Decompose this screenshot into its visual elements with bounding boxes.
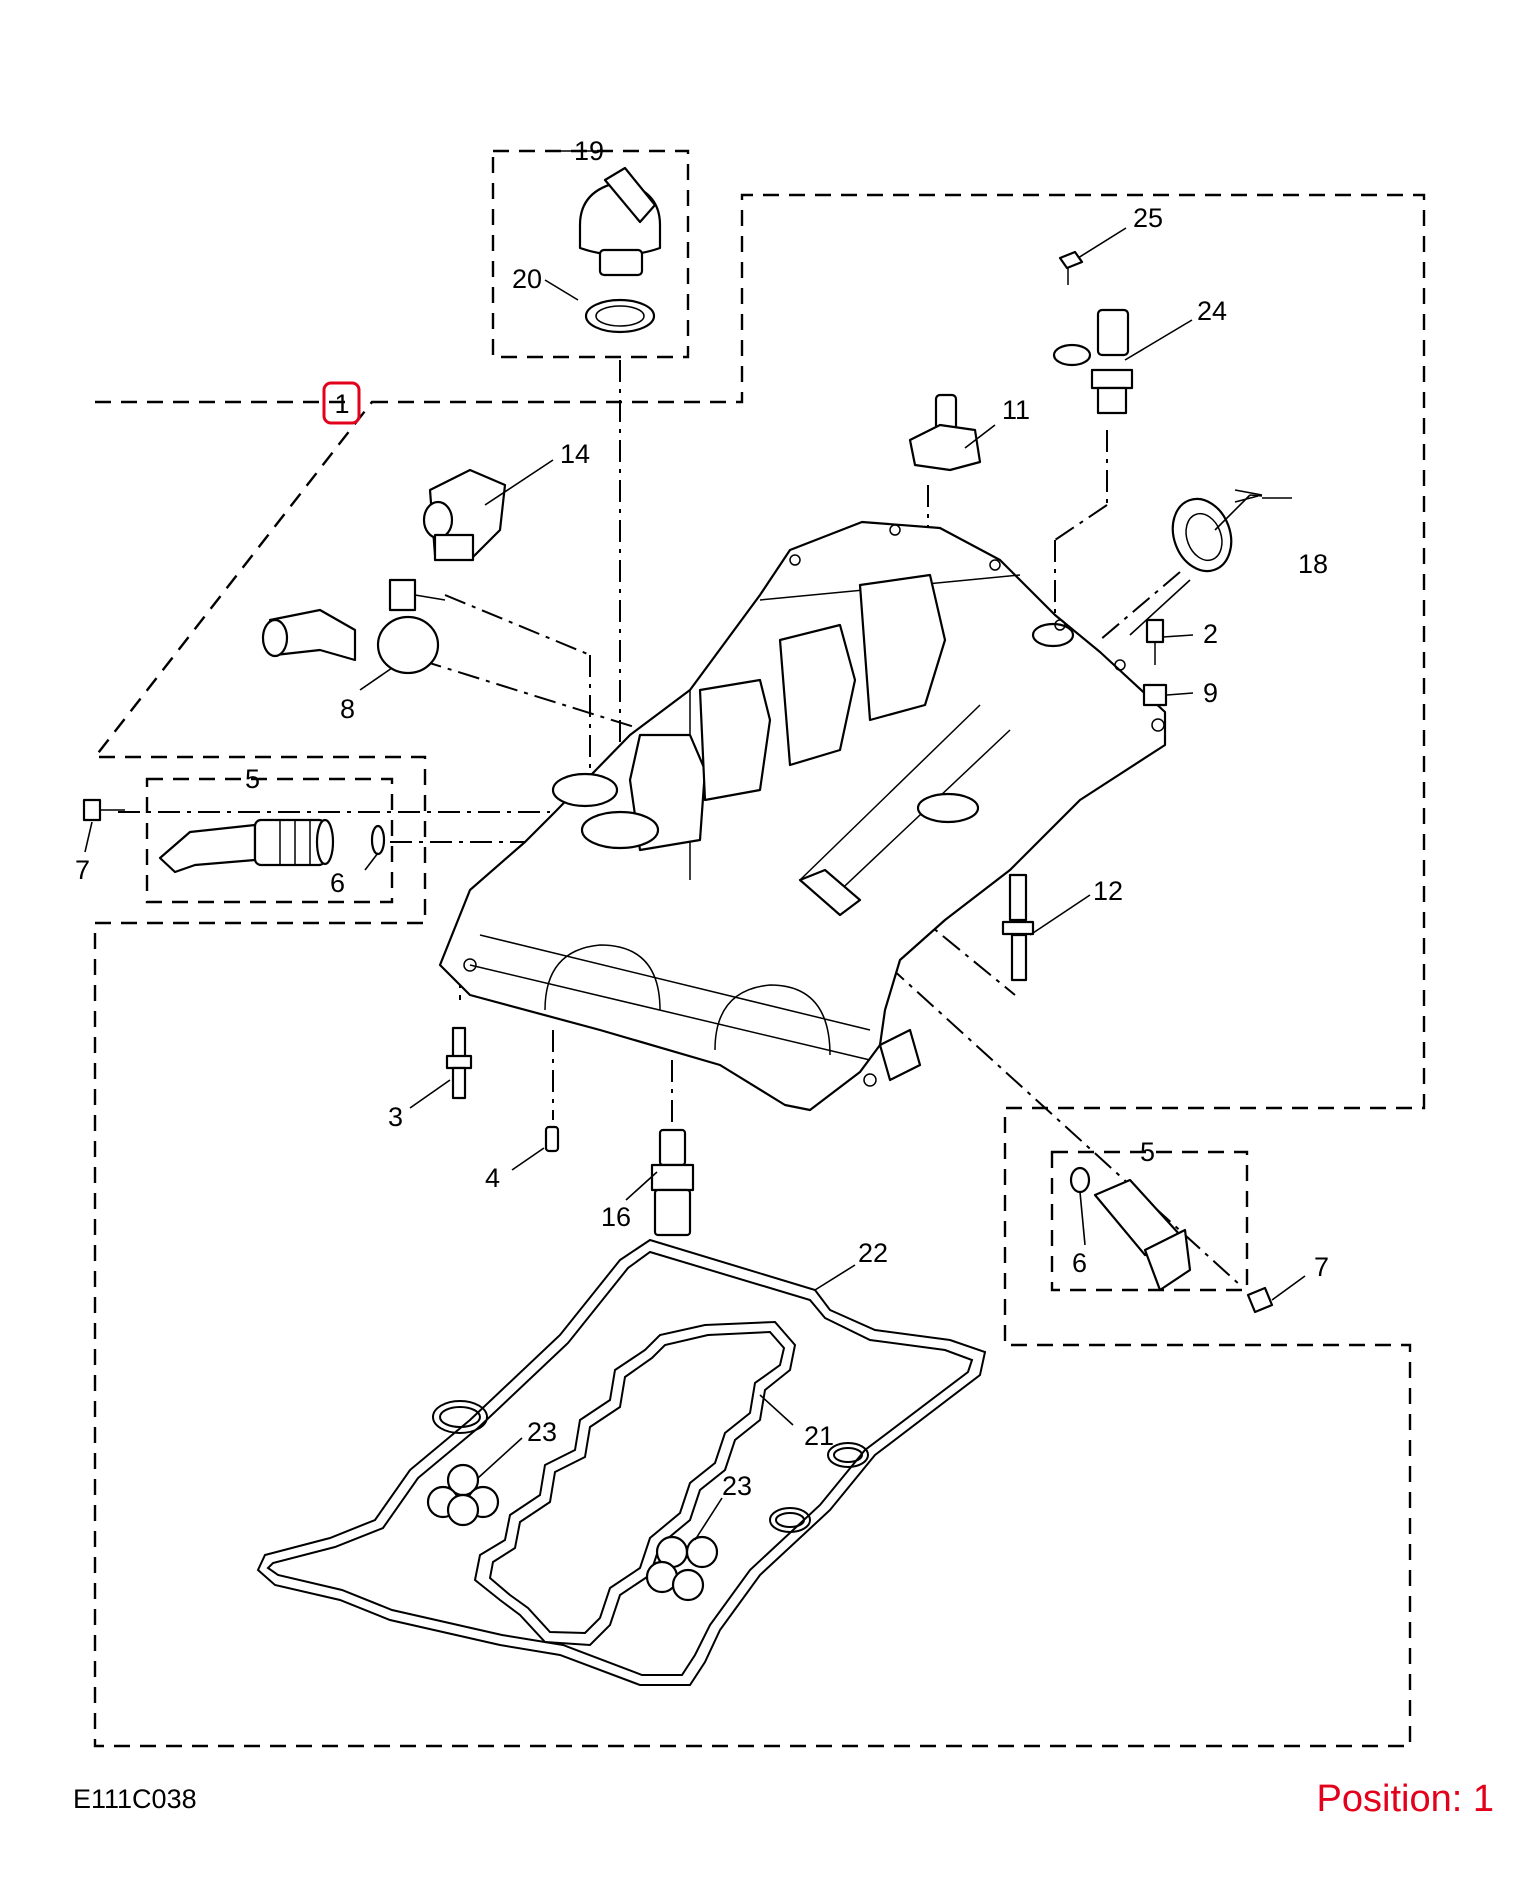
sensor-bolt (1058, 250, 1084, 285)
stud-bolt (1145, 618, 1165, 665)
plug-seal (1171, 497, 1233, 573)
callout-4[interactable]: 4 (485, 1163, 500, 1193)
callout-highlight-box (322, 381, 361, 425)
seal-left (370, 824, 386, 856)
callout-5-left[interactable]: 5 (245, 764, 260, 794)
callout-7-left[interactable]: 7 (75, 855, 90, 885)
callout-2[interactable]: 2 (1203, 619, 1218, 649)
oil-pressure-switch (650, 1128, 695, 1237)
callout-labels: 1 2 3 4 5 5 6 6 7 7 8 9 11 12 14 16 18 1… (75, 136, 1329, 1501)
cam-cover-gasket (256, 1238, 987, 1686)
nut (1142, 683, 1168, 707)
position-indicator: Position: 1 (1316, 1778, 1494, 1820)
long-stud (1001, 873, 1035, 982)
group-boundary-5-right (1050, 1150, 1249, 1292)
oil-filler-cap-seal-inner (595, 305, 645, 327)
leader-lines (84, 150, 1306, 1541)
callout-6-right[interactable]: 6 (1072, 1248, 1087, 1278)
oil-filler-cap-seal (584, 298, 656, 334)
callout-22[interactable]: 22 (858, 1238, 888, 1268)
callout-9[interactable]: 9 (1203, 678, 1218, 708)
bolt-right (1246, 1286, 1274, 1314)
group-boundary-1 (92, 193, 1426, 1748)
callout-23-upper[interactable]: 23 (527, 1417, 557, 1447)
vct-solenoid-left (158, 818, 335, 874)
spark-plug-tube-gasket (473, 1320, 797, 1647)
pcv-valve (261, 578, 446, 675)
callout-8[interactable]: 8 (340, 694, 355, 724)
callout-16[interactable]: 16 (601, 1202, 631, 1232)
callout-7-right[interactable]: 7 (1314, 1252, 1329, 1282)
bolt-left (82, 798, 125, 822)
callout-1[interactable]: 1 (334, 389, 349, 419)
callout-11[interactable]: 11 (1002, 395, 1030, 425)
callout-23-lower[interactable]: 23 (722, 1471, 752, 1501)
drawing-code: E111C038 (73, 1784, 197, 1814)
callout-12[interactable]: 12 (1093, 876, 1123, 906)
callout-20[interactable]: 20 (512, 264, 542, 294)
camshaft-sensor (908, 393, 982, 472)
callout-19[interactable]: 19 (574, 136, 604, 166)
callout-6-left[interactable]: 6 (330, 868, 345, 898)
callout-14[interactable]: 14 (560, 439, 590, 469)
stud (445, 1026, 473, 1100)
cam-cover (438, 520, 1167, 1112)
cam-position-sensor (1052, 308, 1134, 415)
callout-18[interactable]: 18 (1298, 549, 1328, 579)
callout-21[interactable]: 21 (804, 1421, 834, 1451)
callout-3[interactable]: 3 (388, 1102, 403, 1132)
callout-24[interactable]: 24 (1197, 296, 1227, 326)
callout-5-right[interactable]: 5 (1140, 1137, 1155, 1167)
seal-right (1069, 1166, 1091, 1194)
tube-seal-set-upper (426, 1463, 500, 1527)
callout-25[interactable]: 25 (1133, 203, 1163, 233)
dowel-pin (544, 1125, 560, 1153)
vct-solenoid-right (1093, 1178, 1192, 1292)
tube-seal-set-lower (645, 1535, 719, 1602)
group-boundary-19 (491, 149, 690, 359)
pcv-breather (422, 468, 507, 562)
oil-filler-cap (578, 166, 662, 277)
